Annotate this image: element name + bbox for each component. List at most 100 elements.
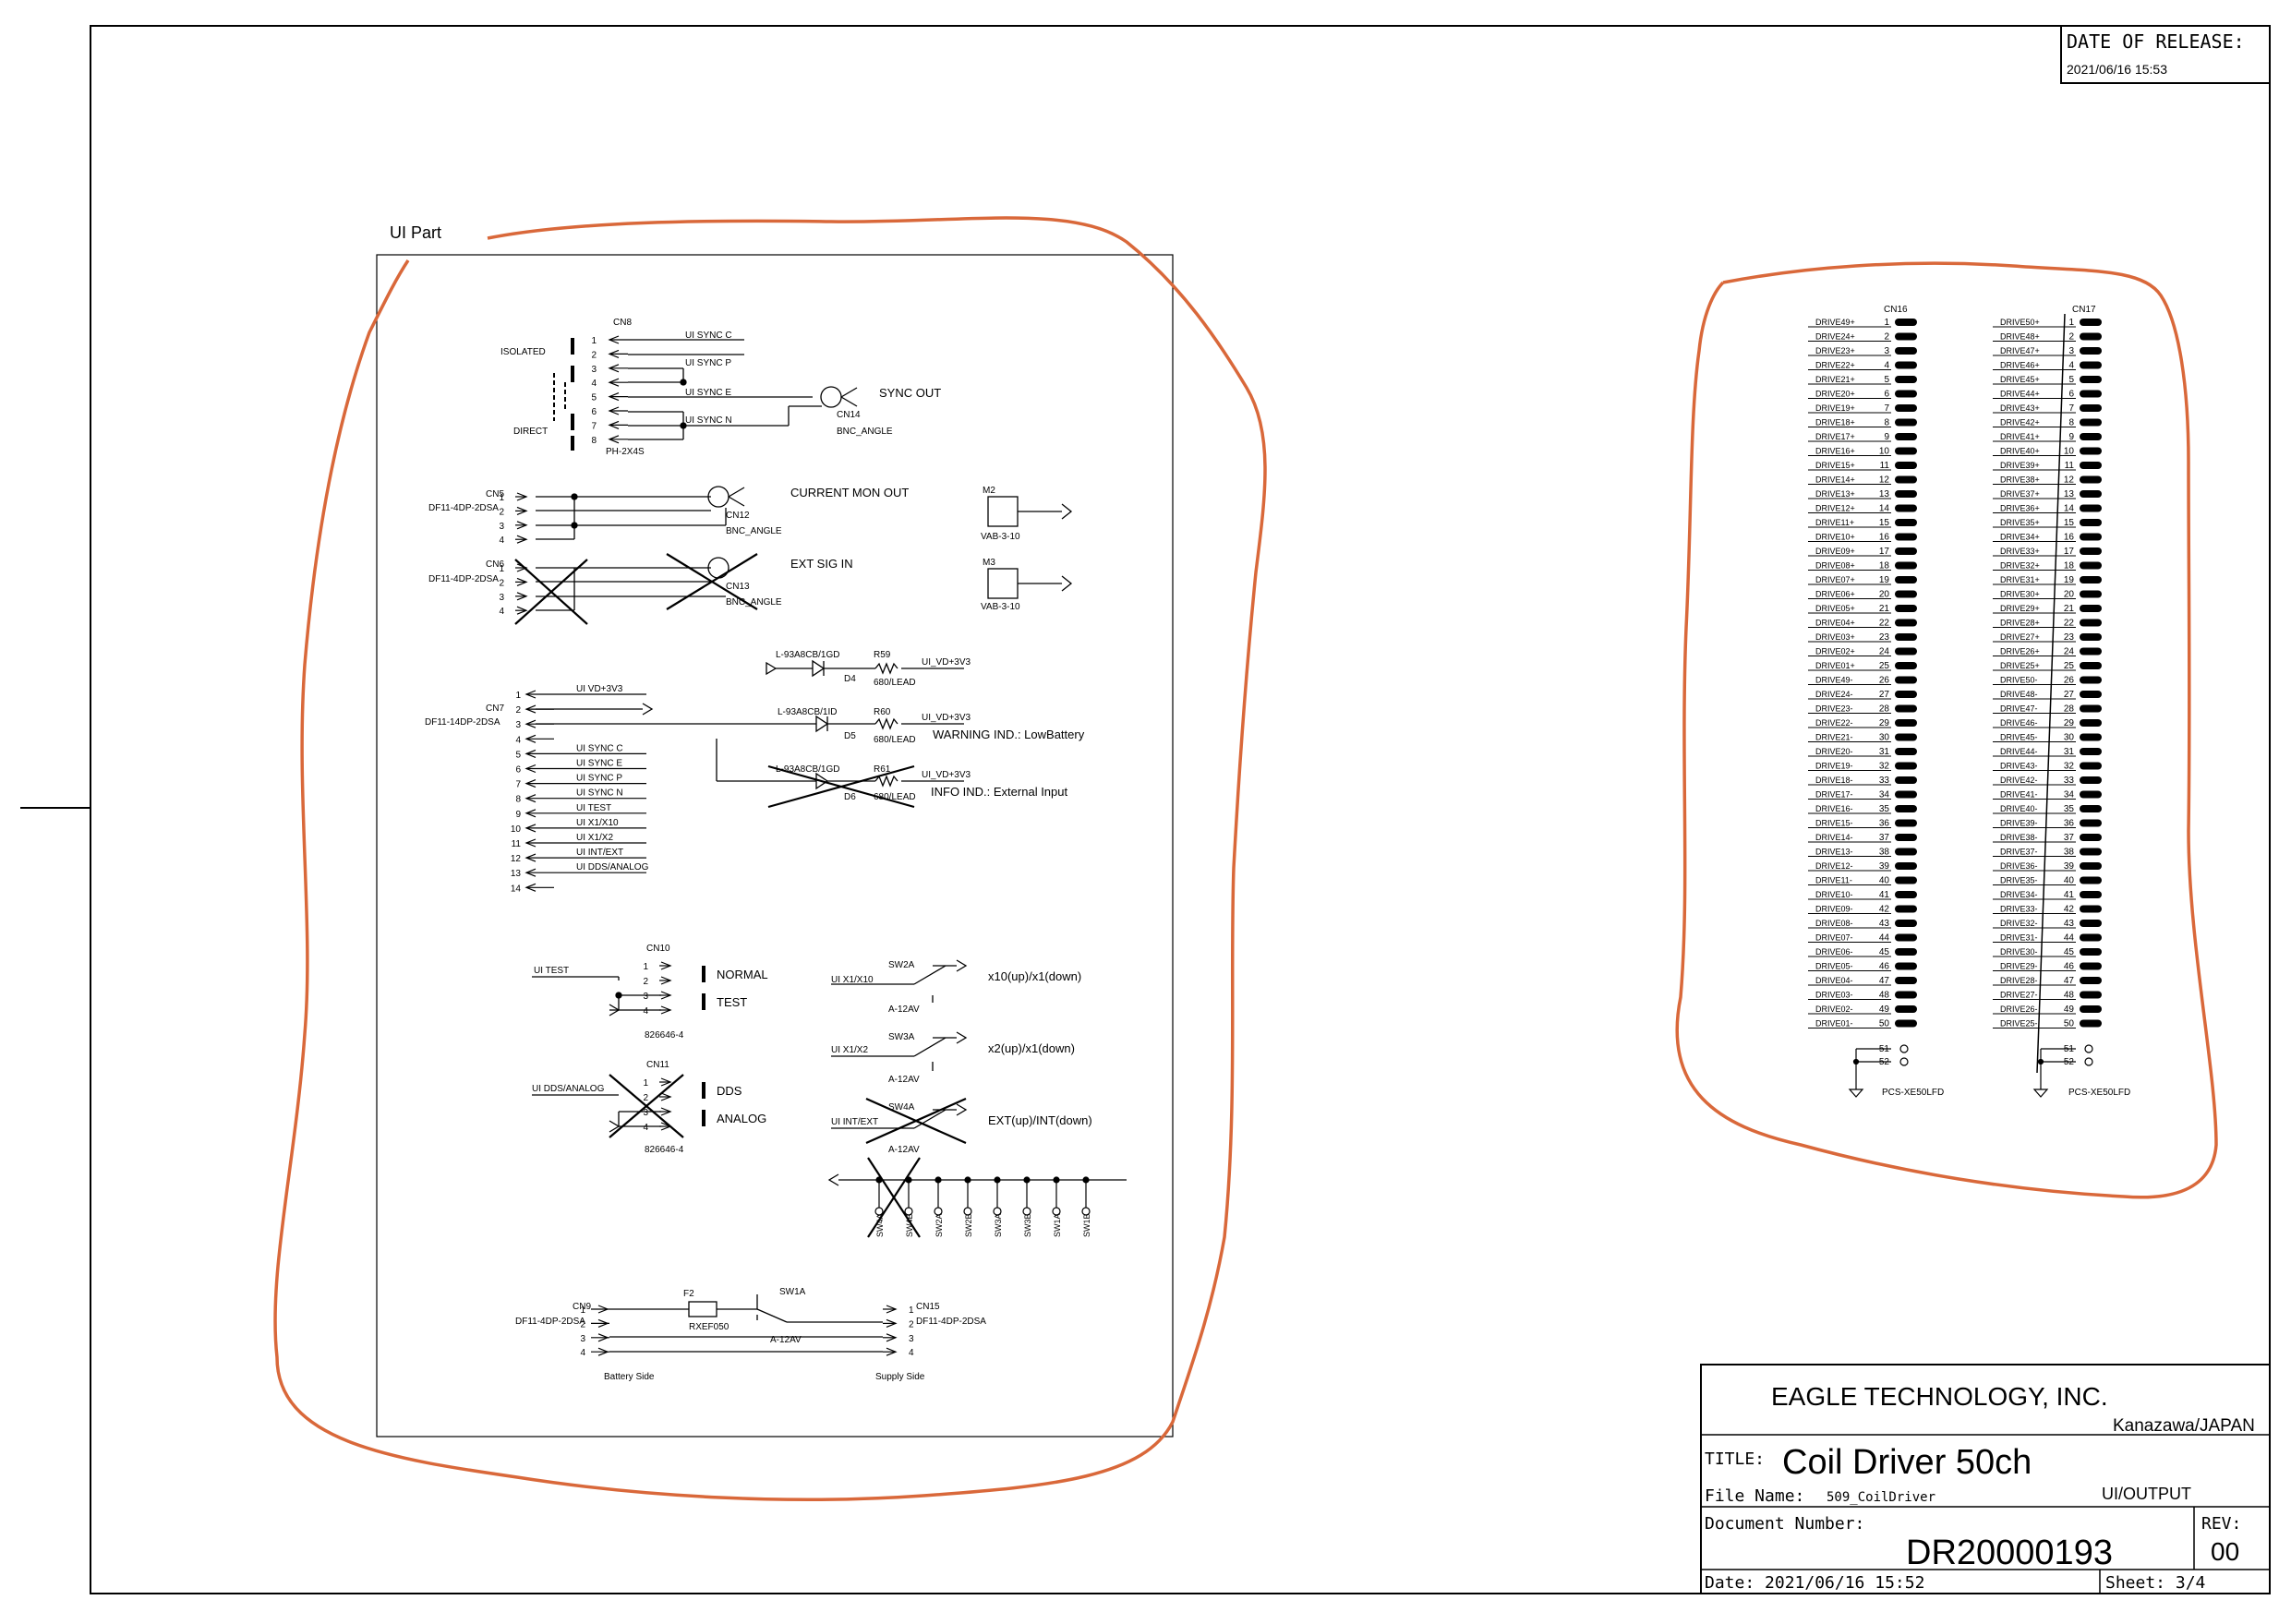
cn16-net-35: DRIVE16- [1815, 804, 1853, 813]
cn16-pin-48: 48 [1879, 991, 1890, 1001]
cn17-pin-10: 10 [2064, 447, 2075, 457]
cn7-pin-mark [525, 883, 554, 892]
cn7-pin-mark [525, 690, 646, 699]
cn17-net-17: DRIVE33+ [2000, 547, 2040, 556]
cn16-net-45: DRIVE06- [1815, 947, 1853, 956]
sync-out-label: SYNC OUT [879, 386, 941, 400]
cn17-net-36: DRIVE39- [2000, 819, 2038, 828]
cn16-net-16: DRIVE10+ [1815, 533, 1855, 542]
cn16-pin-17: 17 [1879, 547, 1890, 557]
cn17-net-26: DRIVE50- [2000, 676, 2038, 685]
sw2a-net: UI X1/X10 [831, 975, 874, 985]
cn17-pin-49: 49 [2064, 1004, 2075, 1015]
cn16-pin-mark [1808, 762, 1917, 772]
cn16-pin-31: 31 [1879, 747, 1890, 757]
cn10-part: 826646-4 [645, 1030, 684, 1041]
cn16-pin-37: 37 [1879, 833, 1890, 843]
cn8-pin-mark [608, 392, 628, 402]
cn17-pin-33: 33 [2064, 776, 2075, 786]
cn17-pin-mark [1993, 1019, 2102, 1029]
cn17-pin-mark [1993, 691, 2102, 700]
cn10-pin-2: 2 [643, 977, 648, 987]
cn16-net-34: DRIVE17- [1815, 790, 1853, 800]
cn16-pin-10: 10 [1879, 447, 1890, 457]
cn17-net-43: DRIVE32- [2000, 919, 2038, 928]
cn17-pin-9: 9 [2068, 432, 2074, 442]
sw3a-group: SW3A UI X1/X2 A-12AV x2(up)/x1(down) [831, 1031, 1075, 1085]
cn16-pin-mark [1808, 790, 1917, 800]
annotation-circle-ui [273, 216, 1267, 1501]
fuse-part: RXEF050 [689, 1322, 730, 1332]
cn17-net-38: DRIVE37- [2000, 848, 2038, 857]
led-d6-group: L-93A8CB/1GD D6 R61 680/LEAD UI_VD+3V3 I… [716, 739, 1067, 809]
cn16-pin-mark [1808, 633, 1917, 643]
ext-sig-in-label: EXT SIG IN [790, 557, 853, 571]
cn17-pin-47: 47 [2064, 976, 2075, 986]
cn16-net-42: DRIVE09- [1815, 905, 1853, 914]
cn17-pin-mark [1993, 876, 2102, 886]
cn17-net-10: DRIVE40+ [2000, 447, 2040, 456]
cn16-net-28: DRIVE23- [1815, 704, 1853, 714]
cn16-net-6: DRIVE20+ [1815, 390, 1855, 399]
cn7-pin-3: 3 [515, 720, 521, 730]
power-group: CN9 DF11-4DP-2DSA F2 RXEF050 SW1A A-12AV… [515, 1287, 986, 1382]
gnd-pin-mark [2041, 1057, 2093, 1066]
cn7-net-1: UI VD+3V3 [576, 684, 623, 694]
cn17-pin-45: 45 [2064, 947, 2075, 957]
cn5-pin-mark [515, 521, 528, 530]
cn7-net-10: UI X1/X10 [576, 818, 619, 828]
cn17-net-33: DRIVE42- [2000, 776, 2038, 785]
cn17-pin-44: 44 [2064, 933, 2075, 944]
cn17-net-45: DRIVE30- [2000, 947, 2038, 956]
cn17-pin-3: 3 [2068, 346, 2074, 356]
cn17-pin-mark [1993, 662, 2102, 671]
sw-terminal [1022, 1176, 1031, 1216]
cn16-pin-5: 5 [1884, 375, 1889, 385]
cn17-pin-38: 38 [2064, 848, 2075, 858]
cn16-pin-29: 29 [1879, 718, 1890, 728]
cn17-pin-6: 6 [2068, 390, 2074, 400]
cn16-net-10: DRIVE16+ [1815, 447, 1855, 456]
cn17-pin-1: 1 [2068, 318, 2074, 328]
cn17-pin-7: 7 [2068, 403, 2074, 414]
cn16-pin-47: 47 [1879, 976, 1890, 986]
led-d4-val: 680/LEAD [874, 678, 916, 688]
cn17-pin-mark [1993, 805, 2102, 814]
led-d5-res: R60 [874, 707, 891, 717]
cn15-pin-3: 3 [909, 1334, 914, 1344]
led-d4-res: R59 [874, 650, 891, 660]
cn17-pin-30: 30 [2064, 733, 2075, 743]
cn17-net-16: DRIVE34+ [2000, 533, 2040, 542]
cn16-pin-28: 28 [1879, 704, 1890, 715]
led-d4-part: L-93A8CB/1GD [776, 650, 839, 660]
sheet-frame [90, 25, 2271, 1594]
cn17-net-25: DRIVE25+ [2000, 661, 2040, 670]
cn17-pin-mark [1993, 920, 2102, 929]
company-name: EAGLE TECHNOLOGY, INC. [1771, 1382, 2108, 1411]
sw4a-ref: SW4A [888, 1102, 915, 1113]
cn7-part: DF11-14DP-2DSA [425, 717, 500, 728]
cn5-pin-mark [515, 535, 528, 544]
cn17-net-4: DRIVE46+ [2000, 361, 2040, 370]
cn7-net-12: UI INT/EXT [576, 848, 623, 858]
rev-label: REV: [2201, 1514, 2241, 1534]
sw2a-ref: SW2A [888, 960, 915, 970]
cn16-net-38: DRIVE13- [1815, 848, 1853, 857]
cn17-pin-mark [1993, 533, 2102, 543]
sw3a-label: x2(up)/x1(down) [988, 1041, 1075, 1055]
cn17-pin-26: 26 [2064, 676, 2075, 686]
cn13-ref: CN13 [726, 582, 750, 592]
cn6-pin-4: 4 [499, 607, 504, 617]
cn17-net-12: DRIVE38+ [2000, 475, 2040, 485]
cn16-pin-21: 21 [1879, 604, 1890, 614]
cn5-ref: CN5 [486, 489, 504, 499]
cn8-part: PH-2X4S [606, 447, 645, 457]
ui-part-box [376, 254, 1174, 1438]
drawing-title: Coil Driver 50ch [1782, 1443, 2032, 1482]
cn16-net-11: DRIVE15+ [1815, 461, 1855, 470]
cn16-net-7: DRIVE19+ [1815, 403, 1855, 413]
sw-terminal-label-5: SW3B [1023, 1213, 1032, 1237]
cn16-net-46: DRIVE05- [1815, 962, 1853, 971]
